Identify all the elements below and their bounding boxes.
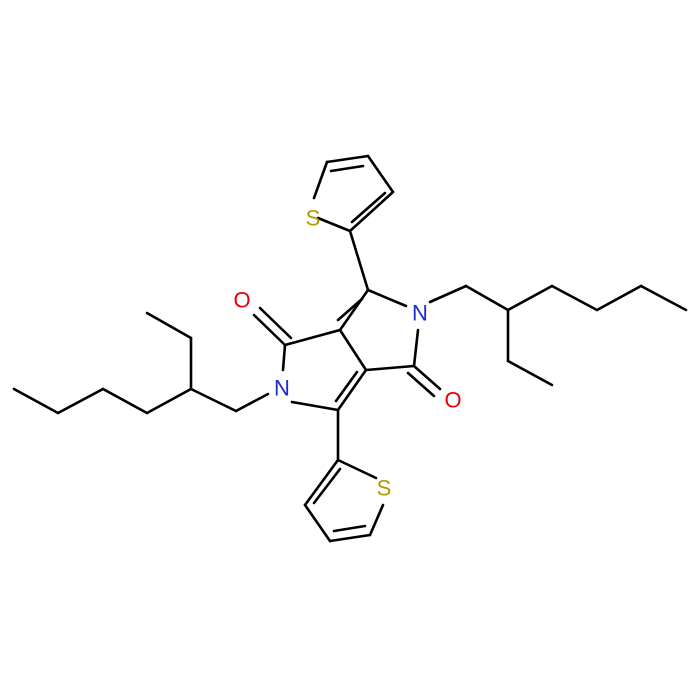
- bond: [506, 359, 554, 387]
- bond: [258, 306, 293, 340]
- nitrogen-atom-left: N: [274, 376, 290, 401]
- bond: [189, 387, 238, 413]
- bond: [639, 284, 688, 312]
- bond: [334, 370, 359, 403]
- right-ethylhexyl-chain: [428, 284, 688, 387]
- bond: [336, 368, 368, 412]
- bond: [366, 154, 395, 194]
- atom-label-n: N: [274, 376, 290, 401]
- bond: [412, 364, 442, 391]
- upper-thiophene-ring: [312, 154, 395, 233]
- bond: [338, 328, 368, 372]
- nitrogen-atom-right: N: [412, 301, 428, 326]
- lower-thiophene-ring: [303, 408, 385, 543]
- bond: [312, 467, 342, 505]
- bond: [234, 392, 270, 413]
- bond: [550, 284, 599, 312]
- bond: [252, 313, 287, 347]
- bond: [366, 288, 408, 308]
- atom-label-o: O: [444, 388, 461, 413]
- atom-label-n: N: [412, 301, 428, 326]
- bond: [506, 284, 554, 312]
- bond: [348, 229, 370, 292]
- bond: [336, 297, 364, 322]
- bond: [350, 191, 387, 224]
- sulfur-atom-lower: S: [377, 476, 392, 501]
- bond: [328, 533, 372, 543]
- bond: [464, 284, 510, 312]
- atom-label-s: S: [306, 206, 321, 231]
- bond: [56, 387, 105, 415]
- oxygen-atom-right: O: [444, 388, 461, 413]
- bond: [595, 284, 643, 312]
- bond: [332, 524, 367, 533]
- bond: [348, 190, 395, 233]
- bond: [338, 288, 370, 332]
- oxygen-atom-left: O: [233, 288, 250, 313]
- pyrrolopyrrole-core: [252, 229, 442, 412]
- bond: [290, 400, 340, 412]
- bond: [303, 503, 332, 543]
- bond: [364, 364, 416, 372]
- bond: [283, 328, 342, 347]
- bond: [12, 387, 60, 415]
- atom-label-s: S: [377, 476, 392, 501]
- bond: [406, 371, 436, 398]
- sulfur-atom-upper: S: [306, 206, 321, 231]
- bond: [316, 216, 352, 233]
- bond: [325, 154, 370, 164]
- bond: [145, 387, 193, 415]
- bond: [336, 458, 378, 480]
- bond: [329, 164, 365, 173]
- bond: [145, 311, 193, 340]
- left-ethylhexyl-chain: [12, 311, 270, 415]
- bond: [428, 284, 468, 304]
- bond: [368, 503, 385, 537]
- bond: [312, 160, 329, 200]
- atom-labels: S S O O N N: [233, 206, 461, 501]
- bond: [303, 458, 340, 507]
- atom-label-o: O: [233, 288, 250, 313]
- bond: [281, 343, 287, 372]
- bond: [412, 328, 420, 368]
- bond: [101, 387, 149, 415]
